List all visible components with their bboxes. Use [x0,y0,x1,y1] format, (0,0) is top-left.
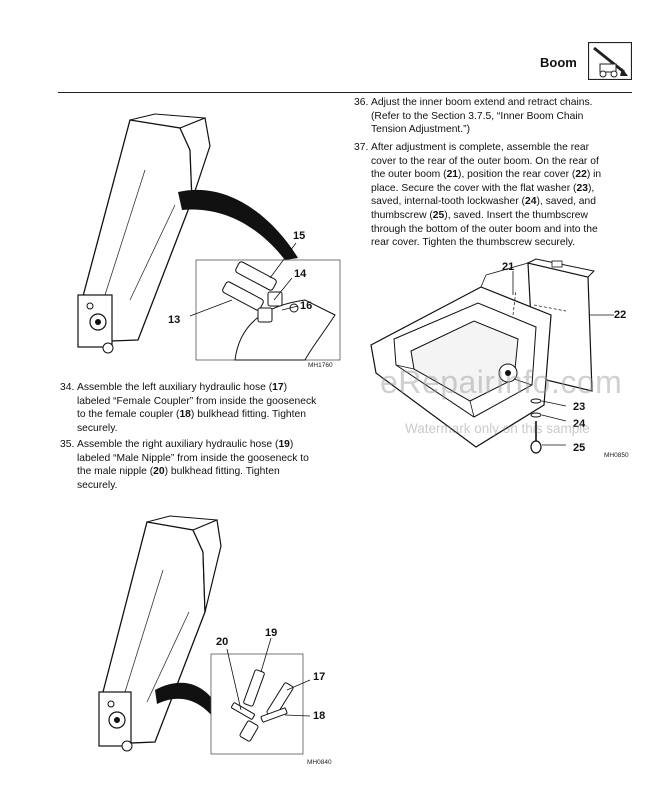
step-35: 35. Assemble the right auxiliary hydraul… [60,438,350,494]
step-text: cover to the rear of the outer boom. On … [371,155,599,167]
part-ref: 21 [446,169,459,181]
figure-boom-coupler-connection: 19 20 17 18 MH0840 [98,515,332,766]
step-text: ) bulkhead fitting. Tighten [164,466,280,478]
step-text: place. Secure the cover with the flat wa… [371,182,577,194]
step-text: ), saved, and [536,196,596,208]
step-text: to the female coupler ( [77,409,180,421]
callout-19: 19 [265,627,277,639]
part-ref: 22 [575,169,587,181]
step-text: ) in [586,169,602,181]
step-text: labeled “Female Coupler” from inside the… [77,395,317,407]
callout-24: 24 [573,418,586,430]
step-text: After adjustment is complete, assemble t… [371,142,590,153]
step-text: ) bulkhead fitting. Tighten [190,409,306,421]
step-text: securely. [77,479,118,491]
step-text: ) [283,382,288,393]
callout-15: 15 [293,230,305,242]
step-number: 36. [354,97,369,108]
step-text: Tension Adjustment.”) [371,124,471,136]
callout-18: 18 [313,710,325,722]
figure-boom-hose-connection: 15 14 16 13 MH1760 [77,113,341,369]
part-ref: 25 [432,209,445,221]
step-text: (Refer to the Section 3.7.5, “Inner Boom… [371,110,584,122]
part-ref: 19 [278,439,290,450]
callout-25: 25 [573,442,585,454]
callout-22: 22 [614,309,626,321]
step-text: the male nipple ( [77,466,154,478]
figure-rear-cover-assembly: 21 22 23 24 25 MH0850 [370,258,629,459]
part-ref: 23 [576,182,588,194]
part-ref: 20 [153,466,165,478]
step-number: 37. [354,142,369,153]
step-number: 35. [60,439,75,450]
figure-id-2: MH0850 [604,452,629,459]
callout-23: 23 [573,401,585,413]
callout-21: 21 [502,261,514,273]
callout-20: 20 [216,636,228,648]
step-text: ), saved. Insert the thumbscrew [444,209,588,221]
header-rule [58,92,632,93]
step-text: the outer boom ( [371,169,447,181]
step-text: rear cover. Tighten the thumbscrew secur… [371,237,576,249]
step-text: through the bottom of the outer boom and… [371,223,598,235]
callout-16: 16 [300,300,312,312]
callout-14: 14 [294,268,307,280]
watermark-brand: eRepairInfo.com [380,364,623,400]
step-text: securely. [77,422,118,434]
step-number: 34. [60,382,75,393]
figure-id-1: MH1760 [308,362,333,369]
callout-13: 13 [168,314,180,326]
part-ref: 17 [272,382,284,393]
callout-17: 17 [313,671,325,683]
section-title: Boom [540,55,577,70]
step-text: ) [289,439,294,450]
step-37: 37. After adjustment is complete, assemb… [354,141,644,253]
figure-id-3: MH0840 [307,759,332,766]
step-34: 34. Assemble the left auxiliary hydrauli… [60,381,350,437]
step-text: saved, internal-tooth lockwasher ( [371,196,525,208]
boom-machine-icon [588,42,632,80]
part-ref: 18 [179,409,191,421]
step-text: thumbscrew ( [371,209,433,221]
step-text: ), position the rear cover ( [458,169,576,181]
step-text: Assemble the right auxiliary hydraulic h… [77,439,279,450]
step-text: labeled “Male Nipple” from inside the go… [77,452,309,464]
step-36: 36. Adjust the inner boom extend and ret… [354,96,644,138]
step-text: ), [587,182,595,194]
step-text: Assemble the left auxiliary hydraulic ho… [77,382,273,393]
watermark-note: Watermark only on this sample [405,421,590,436]
step-text: Adjust the inner boom extend and retract… [371,97,593,108]
part-ref: 24 [524,196,537,208]
